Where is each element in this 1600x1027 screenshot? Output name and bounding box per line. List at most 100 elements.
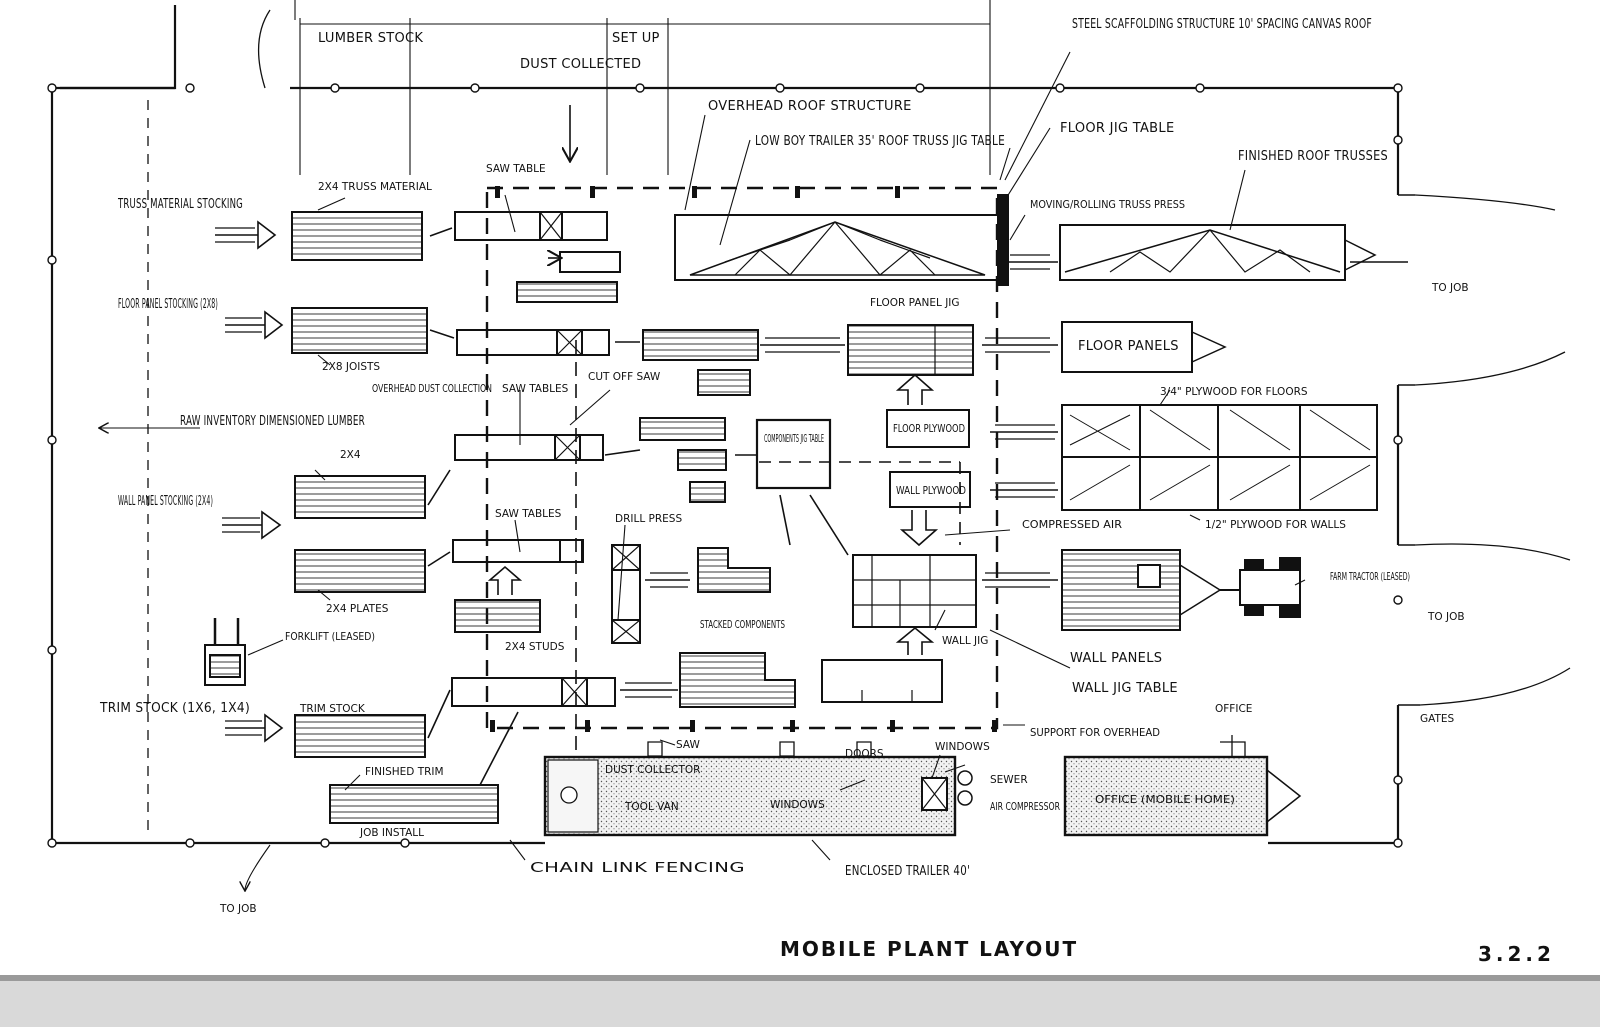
label-wall-plywood: WALL PLYWOOD <box>896 485 966 497</box>
floor-panel-jig <box>847 324 974 376</box>
label-forklift: FORKLIFT (LEASED) <box>285 631 375 643</box>
label-raw-inventory: RAW INVENTORY DIMENSIONED LUMBER <box>180 414 365 429</box>
fence-posts <box>47 83 1403 848</box>
wall-2x4-stack <box>294 475 426 519</box>
label-truss-material-stocking: TRUSS MATERIAL STOCKING <box>117 197 243 212</box>
label-windows: WINDOWS <box>770 799 825 811</box>
label-to-job-3: TO JOB <box>219 903 257 915</box>
label-tool-van: TOOL VAN <box>624 801 679 813</box>
label-wall-panels: WALL PANELS <box>1070 651 1162 666</box>
roof-posts <box>490 186 997 732</box>
label-farm-tractor: FARM TRACTOR (LEASED) <box>1330 571 1410 583</box>
moving-truss-press <box>997 194 1009 286</box>
label-windows-small: WINDOWS <box>935 741 990 753</box>
components-saw-line <box>454 417 727 503</box>
label-office: OFFICE <box>1215 703 1252 715</box>
label-floor-plywood: FLOOR PLYWOOD <box>893 423 965 435</box>
truss-saw-line <box>454 211 621 303</box>
label-to-job-1: TO JOB <box>1431 282 1469 294</box>
label-overhead-dust-collection: OVERHEAD DUST COLLECTION <box>372 383 492 395</box>
wall-plywood-stack <box>889 471 971 508</box>
dimension-lines <box>294 0 991 175</box>
farm-tractor <box>1220 557 1301 618</box>
label-moving-truss-press: MOVING/ROLLING TRUSS PRESS <box>1030 199 1185 211</box>
label-2x4-plates: 2X4 PLATES <box>326 603 389 615</box>
truss-material-stack <box>291 211 423 261</box>
label-saw-tables-2: SAW TABLES <box>495 508 562 520</box>
label-floor-jig-table: FLOOR JIG TABLE <box>1060 121 1174 136</box>
label-components-jig-table: COMPONENTS JIG TABLE <box>764 433 824 445</box>
label-floor-panel-stocking: FLOOR PANEL STOCKING (2X8) <box>118 297 218 312</box>
label-2x4-truss-material: 2X4 TRUSS MATERIAL <box>318 181 432 193</box>
label-to-job-2: TO JOB <box>1427 611 1465 623</box>
floor-saw-line <box>456 329 759 396</box>
floor-panels-trailer <box>1061 321 1227 373</box>
label-wall-jig: WALL JIG <box>942 635 988 647</box>
floor-plywood-stack <box>886 409 970 448</box>
label-compressed-air: COMPRESSED AIR <box>1022 519 1122 531</box>
label-floor-panels: FLOOR PANELS <box>1078 339 1179 354</box>
label-floor-panel-jig: FLOOR PANEL JIG <box>870 297 960 309</box>
wall-jig-table <box>852 554 977 628</box>
label-steel-scaffolding: STEEL SCAFFOLDING STRUCTURE 10' SPACING … <box>1072 17 1372 32</box>
trim-stock-stack <box>294 714 426 758</box>
label-plywood-walls: 1/2" PLYWOOD FOR WALLS <box>1205 519 1346 531</box>
label-overhead-roof-structure: OVERHEAD ROOF STRUCTURE <box>708 99 912 114</box>
diagram-labels: LUMBER STOCK SET UP DUST COLLECTED STEEL… <box>99 17 1469 915</box>
label-stacked-components: STACKED COMPONENTS <box>700 619 785 631</box>
drill-press-table <box>611 544 641 644</box>
components-jig-table <box>755 418 832 490</box>
wall-plates-stack <box>294 549 426 593</box>
label-air-compressor: AIR COMPRESSOR <box>990 801 1060 813</box>
small-steps <box>647 741 872 757</box>
leader-lines <box>100 51 1306 890</box>
label-sewer: SEWER <box>990 774 1028 786</box>
office-mobile-home <box>1063 735 1302 837</box>
wall-panels-trailer <box>1061 549 1222 631</box>
label-drill-press: DRILL PRESS <box>615 513 682 525</box>
label-saw: SAW <box>676 739 700 751</box>
stacked-components <box>697 547 771 593</box>
label-2x4-studs: 2X4 STUDS <box>505 641 565 653</box>
label-dust-collector: DUST COLLECTOR <box>605 764 700 776</box>
trim-saw-line <box>451 652 943 708</box>
label-gates: GATES <box>1420 713 1455 725</box>
label-cut-off-saw: CUT OFF SAW <box>588 371 661 383</box>
plates-saw-line <box>452 539 584 633</box>
conveyor-bands <box>215 227 1055 736</box>
label-trim-stock: TRIM STOCK <box>299 703 366 715</box>
label-lumber-stock: LUMBER STOCK <box>318 31 423 46</box>
label-wall-jig-table: WALL JIG TABLE <box>1072 681 1178 696</box>
gate-swings <box>257 9 1571 706</box>
enclosed-trailer <box>543 755 973 837</box>
scan-edge-shadow <box>0 975 1600 981</box>
label-2x4: 2X4 <box>340 449 361 461</box>
label-set-up: SET UP <box>612 31 660 46</box>
label-doors: DOORS <box>845 748 884 760</box>
label-job-install: JOB INSTALL <box>359 827 424 839</box>
label-saw-tables-1: SAW TABLES <box>502 383 569 395</box>
vertical-arrows <box>487 105 939 655</box>
label-low-boy-trailer: LOW BOY TRAILER 35' ROOF TRUSS JIG TABLE <box>755 134 1005 149</box>
label-office-mobile-home: OFFICE (MOBILE HOME) <box>1095 794 1235 806</box>
label-trim-stock-stocking: TRIM STOCK (1X6, 1X4) <box>99 701 250 716</box>
scaffolding-structure <box>485 186 999 800</box>
roof-truss-jig-table <box>674 214 1006 281</box>
scan-edge <box>0 975 1600 1027</box>
forklift <box>204 618 246 686</box>
label-2x8-joists: 2X8 JOISTS <box>322 361 380 373</box>
flow-arrows <box>215 220 1408 786</box>
label-enclosed-trailer: ENCLOSED TRAILER 40' <box>845 864 970 879</box>
page-number: 3.2.2 <box>1478 942 1555 966</box>
floor-joist-stack <box>291 307 428 354</box>
finished-trim-stack <box>329 784 499 824</box>
label-finished-roof-trusses: FINISHED ROOF TRUSSES <box>1238 149 1388 164</box>
label-chain-link-fencing: CHAIN LINK FENCING <box>530 861 745 876</box>
label-support-for-overhead: SUPPORT FOR OVERHEAD <box>1030 727 1160 739</box>
label-plywood-floors: 3/4" PLYWOOD FOR FLOORS <box>1160 386 1308 398</box>
label-finished-trim: FINISHED TRIM <box>365 766 444 778</box>
plywood-storage <box>1061 404 1378 511</box>
finished-roof-trusses <box>1059 224 1377 281</box>
label-wall-panel-stocking: WALL PANEL STOCKING (2X4) <box>118 494 213 509</box>
